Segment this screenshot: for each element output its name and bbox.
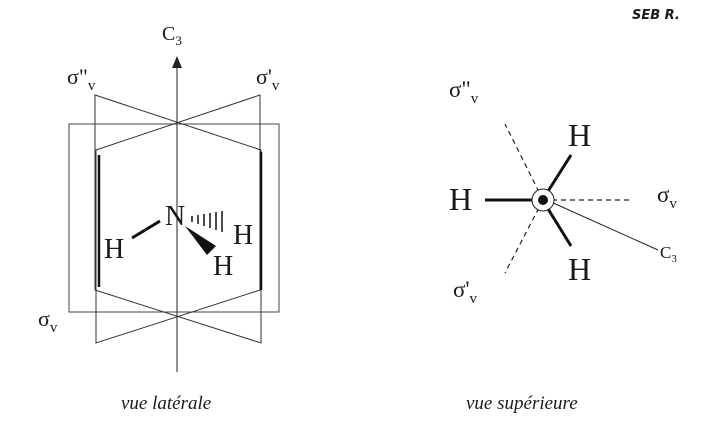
atom-nitrogen: N: [165, 201, 185, 232]
atom-hydrogen-up-top: H: [568, 117, 591, 153]
top-view: H H H σ"v σ'v σv C3 vue supérieure: [449, 77, 677, 414]
bond-h-down: [543, 203, 573, 247]
c3-pointer-line: [550, 201, 659, 251]
caption-top: vue supérieure: [466, 393, 578, 414]
atom-hydrogen-left-top: H: [449, 181, 472, 217]
central-atom-dot: [538, 195, 548, 205]
bond-n-h-left: [131, 219, 161, 240]
atom-hydrogen-front: H: [213, 251, 233, 282]
atom-hydrogen-left: H: [104, 234, 124, 265]
atom-hydrogen-down-top: H: [568, 251, 591, 287]
sigma-v-double-prime-plane: [94, 94, 262, 344]
label-sigma-v-double-prime: σ"v: [67, 64, 96, 94]
label-sigma-v: σv: [38, 306, 58, 336]
label-sigma-v-top: σv: [657, 182, 677, 212]
label-sigma-v-prime-top: σ'v: [453, 277, 478, 307]
lateral-view: N H H H C3 σ"v σ'v σv vue latérale: [38, 23, 280, 414]
bond-n-h-wedge: [185, 226, 216, 255]
bond-h-up: [543, 154, 573, 197]
atom-hydrogen-right: H: [233, 220, 253, 251]
c3-axis-arrowhead: [172, 56, 182, 68]
c3-label-top: C3: [660, 243, 677, 265]
label-sigma-v-double-prime-top: σ"v: [449, 77, 479, 107]
plane-trace-sigma-double-prime: [504, 123, 544, 201]
bond-n-h-hashed: [191, 211, 223, 232]
c3-axis-label: C3: [162, 23, 182, 48]
label-sigma-v-prime: σ'v: [256, 64, 280, 94]
author-signature: SEB R.: [632, 8, 680, 23]
caption-lateral: vue latérale: [121, 393, 211, 414]
plane-trace-sigma-prime: [504, 199, 544, 274]
